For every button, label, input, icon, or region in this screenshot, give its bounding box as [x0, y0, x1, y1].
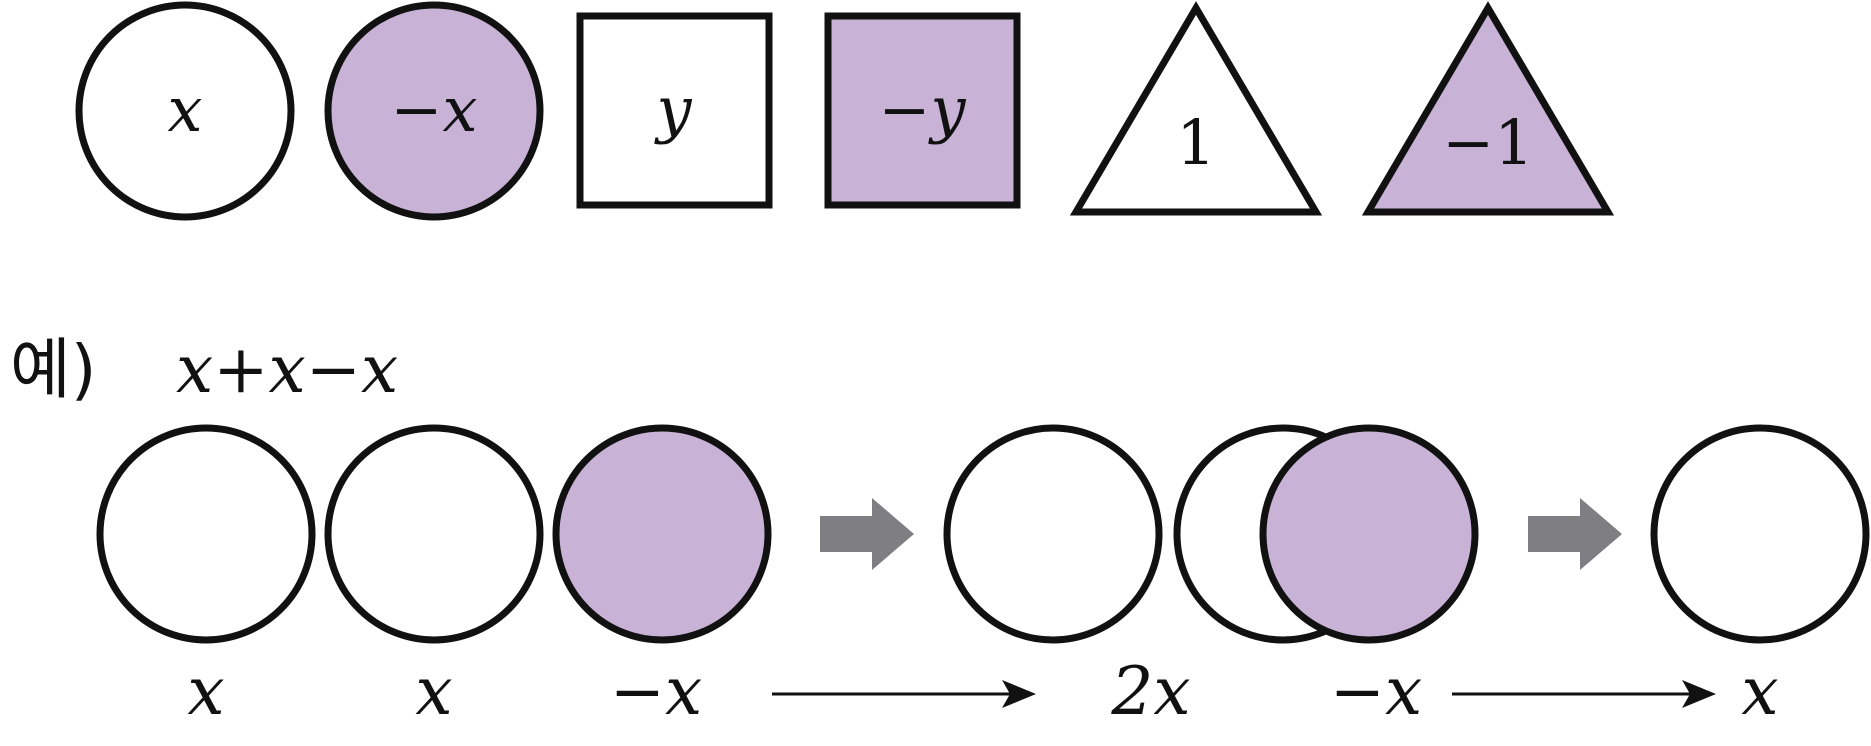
- neg-one-tile-label: −1: [1442, 106, 1533, 179]
- x-tile-label: x: [168, 73, 203, 146]
- y-tile-label: y: [653, 73, 692, 146]
- step2-neg-x-tile: [1259, 424, 1479, 644]
- result-x-tile: [1650, 424, 1870, 644]
- result-label: x: [1741, 653, 1778, 730]
- y-tile-square: [576, 12, 773, 209]
- neg-x-tile-label: −x: [391, 73, 478, 146]
- step2-x-tile-1: [943, 424, 1163, 644]
- example-heading: 예) x+x−x: [10, 331, 398, 408]
- one-tile-label: 1: [1176, 106, 1215, 179]
- example-prefix: 예): [10, 331, 96, 408]
- one-tile-triangle: [1069, 1, 1323, 216]
- step1-x-tile-1: [96, 424, 316, 644]
- legend-row: x −x y −y 1 −1: [75, 1, 1615, 221]
- step1-label-2: x: [415, 653, 452, 730]
- step-arrow-1: [820, 498, 914, 570]
- step-arrow-2: [1528, 498, 1622, 570]
- neg-y-tile-square: [824, 12, 1021, 209]
- example-expression: x+x−x: [176, 331, 398, 408]
- step1-neg-x-tile: [552, 424, 772, 644]
- step2-tiles: [943, 424, 1479, 644]
- step1-x-tile-2: [324, 424, 544, 644]
- bottom-labels: x x −x 2x −x x: [187, 653, 1778, 730]
- thin-arrow-1-head: [1002, 680, 1036, 708]
- step1-label-3: −x: [610, 653, 703, 730]
- neg-one-tile-triangle: [1361, 1, 1615, 216]
- x-tile-circle: [75, 1, 295, 221]
- step1-tiles: [96, 424, 772, 644]
- step1-label-1: x: [187, 653, 224, 730]
- neg-x-tile-circle: [324, 1, 544, 221]
- thin-arrow-2-head: [1682, 680, 1716, 708]
- step2-label-1: 2x: [1110, 653, 1190, 730]
- step2-label-2: −x: [1330, 653, 1423, 730]
- neg-y-tile-label: −y: [879, 73, 967, 146]
